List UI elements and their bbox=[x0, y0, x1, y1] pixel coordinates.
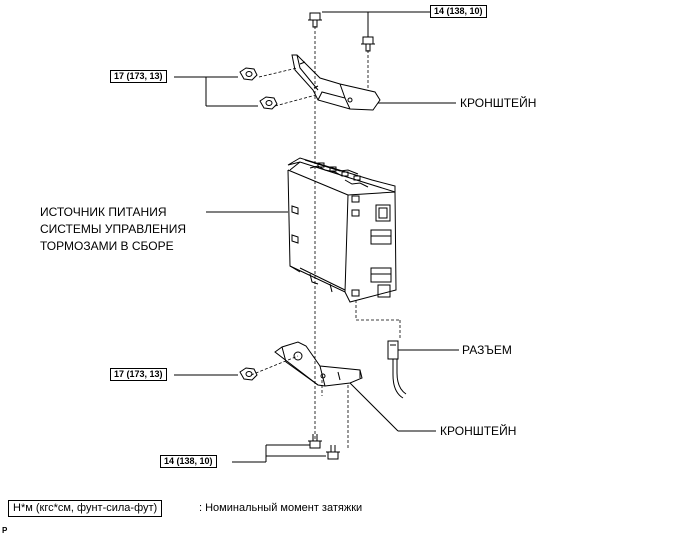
leader-lines bbox=[174, 11, 459, 463]
lower-bracket-label: КРОНШТЕЙН bbox=[440, 424, 517, 438]
top-bolt-left bbox=[308, 12, 322, 28]
top-bolt-right bbox=[361, 36, 375, 52]
connector-label: РАЗЪЕМ bbox=[462, 343, 512, 357]
torque-spec-upper-nuts: 17 (173, 13) bbox=[110, 70, 167, 83]
lower-bracket-shape bbox=[274, 341, 363, 387]
power-supply-label-line1: ИСТОЧНИК ПИТАНИЯ bbox=[40, 205, 167, 219]
bottom-bolt-left bbox=[308, 434, 322, 449]
power-supply-unit-shape bbox=[287, 157, 397, 303]
upper-nut-2 bbox=[259, 96, 278, 110]
torque-spec-lower-nut: 17 (173, 13) bbox=[110, 368, 167, 381]
lower-nut bbox=[239, 367, 258, 381]
torque-spec-top-bolts: 14 (138, 10) bbox=[430, 5, 487, 18]
torque-spec-bottom-bolts: 14 (138, 10) bbox=[160, 455, 217, 468]
figure-code: P bbox=[2, 526, 8, 535]
upper-nut-1 bbox=[239, 67, 258, 81]
power-supply-label-line3: ТОРМОЗАМИ В СБОРЕ bbox=[40, 239, 174, 253]
upper-bracket-label: КРОНШТЕЙН bbox=[460, 96, 537, 110]
alignment-lines bbox=[250, 26, 401, 448]
legend-description: : Номинальный момент затяжки bbox=[199, 502, 363, 514]
upper-bracket-shape bbox=[291, 54, 381, 111]
legend-unit-box: Н*м (кгс*см, фунт-сила-фут) bbox=[8, 500, 163, 517]
power-supply-label-line2: СИСТЕМЫ УПРАВЛЕНИЯ bbox=[40, 222, 187, 236]
bottom-bolt-right bbox=[326, 445, 340, 460]
